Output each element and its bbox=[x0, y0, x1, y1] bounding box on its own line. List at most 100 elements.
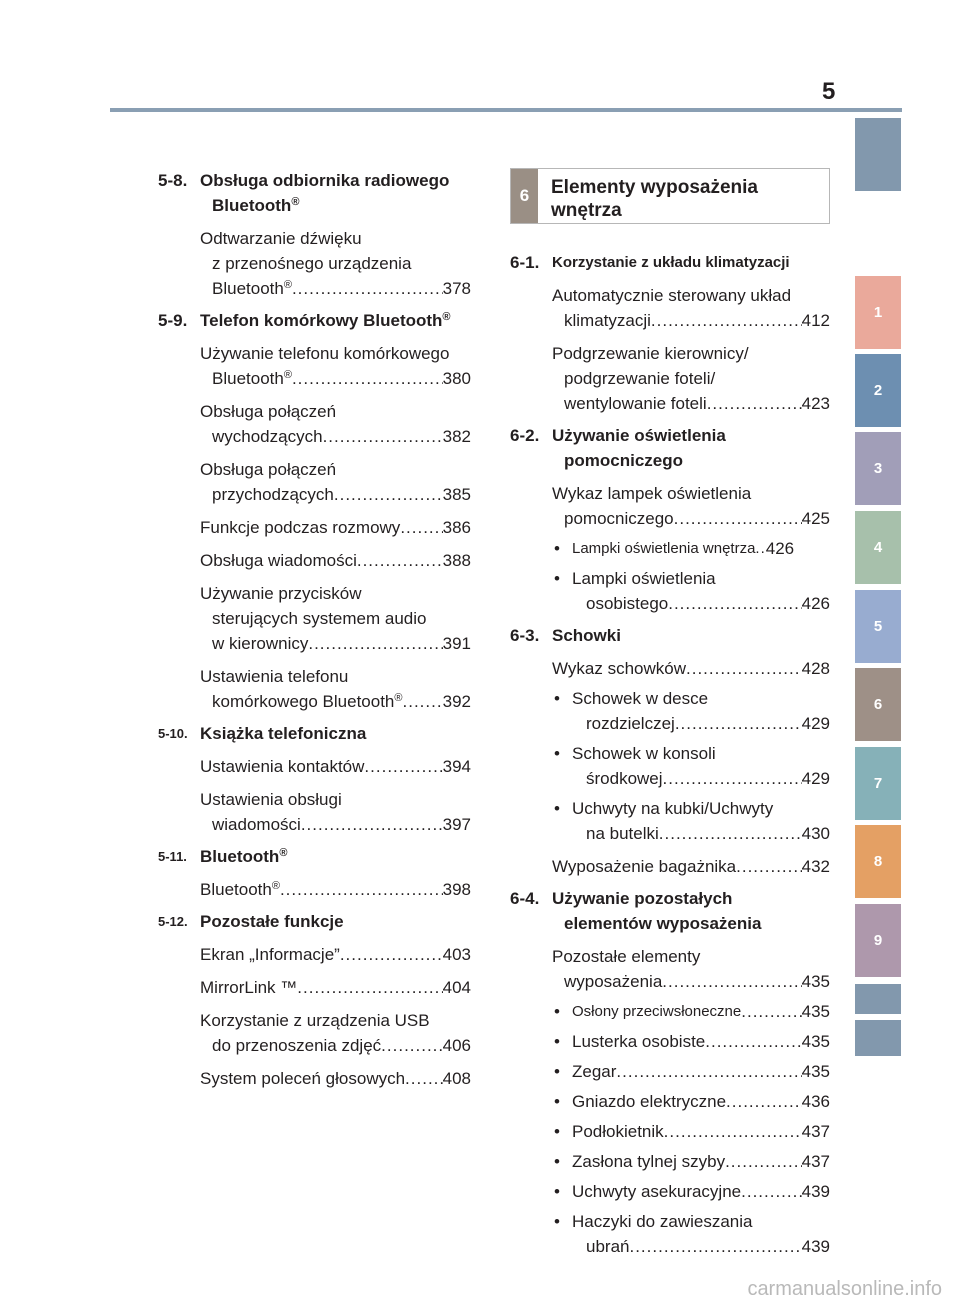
entry-text-cont: środkowej bbox=[586, 769, 663, 788]
entry-text: Ustawienia kontaktów bbox=[200, 757, 365, 776]
section-title: Używanie pozostałych bbox=[552, 889, 733, 908]
chapter-tab-5[interactable]: 5 bbox=[855, 590, 901, 663]
page-ref: 429 bbox=[801, 714, 830, 733]
chapter-tab-6[interactable]: 6 bbox=[855, 668, 901, 741]
toc-entry[interactable]: Ustawienia kontaktów394 bbox=[158, 754, 471, 779]
section-number: 5-8. bbox=[158, 171, 188, 190]
page-ref: 398 bbox=[442, 880, 471, 899]
toc-entry[interactable]: Ekran „Informacje”403 bbox=[158, 942, 471, 967]
toc-entry[interactable]: Wykaz schowków428 bbox=[510, 656, 830, 681]
toc-entry[interactable]: Obsługa połączeń wychodzących382 bbox=[158, 399, 471, 449]
registered-mark: ® bbox=[279, 847, 288, 859]
toc-entry[interactable]: Odtwarzanie dźwięku z przenośnego urządz… bbox=[158, 226, 471, 301]
entry-text: Zasłona tylnej szyby bbox=[572, 1152, 726, 1171]
bullet-icon: • bbox=[554, 1002, 560, 1021]
entry-text: MirrorLink ™ bbox=[200, 978, 298, 997]
section-title-cont: pomocniczego bbox=[564, 451, 684, 470]
entry-text-cont: ubrań bbox=[586, 1237, 630, 1256]
toc-entry[interactable]: Obsługa połączeń przychodzących385 bbox=[158, 457, 471, 507]
entry-text: Schowek w konsoli bbox=[572, 744, 716, 763]
entry-text: Pozostałe elementy bbox=[552, 947, 701, 966]
toc-bullet-entry[interactable]: • Zegar ................................… bbox=[510, 1059, 830, 1084]
page-ref: 385 bbox=[442, 485, 471, 504]
toc-bullet-entry[interactable]: • Podłokietnik .........................… bbox=[510, 1119, 830, 1144]
entry-text: Gniazdo elektryczne bbox=[572, 1092, 727, 1111]
chapter-tab-blank[interactable] bbox=[855, 118, 901, 191]
toc-section-5-9[interactable]: 5-9. Telefon komórkowy Bluetooth® bbox=[158, 308, 471, 333]
entry-text: Podłokietnik bbox=[572, 1122, 664, 1141]
toc-entry[interactable]: Automatycznie sterowany układ klimatyzac… bbox=[510, 283, 830, 333]
toc-bullet-entry[interactable]: • Schowek w desce rozdzielczej..........… bbox=[510, 686, 830, 736]
toc-entry[interactable]: Bluetooth® 398 bbox=[158, 877, 471, 902]
entry-text-cont: klimatyzacji bbox=[564, 311, 651, 330]
bullet-icon: • bbox=[554, 539, 560, 558]
page-ref: 426 bbox=[765, 539, 795, 558]
toc-section-5-12[interactable]: 5-12. Pozostałe funkcje bbox=[158, 909, 471, 934]
toc-section-5-11[interactable]: 5-11. Bluetooth® bbox=[158, 844, 471, 869]
section-title: Schowki bbox=[552, 626, 621, 645]
page-ref: 430 bbox=[801, 824, 830, 843]
chapter-tab-7[interactable]: 7 bbox=[855, 747, 901, 820]
chapter-tab-4[interactable]: 4 bbox=[855, 511, 901, 584]
toc-bullet-entry[interactable]: • Lusterka osobiste.....................… bbox=[510, 1029, 830, 1054]
bullet-icon: • bbox=[554, 1062, 560, 1081]
section-title: Używanie oświetlenia bbox=[552, 426, 726, 445]
toc-bullet-entry[interactable]: • Uchwyty na kubki/Uchwyty na butelki...… bbox=[510, 796, 830, 846]
bullet-icon: • bbox=[554, 1182, 560, 1201]
bullet-icon: • bbox=[554, 1032, 560, 1051]
toc-entry[interactable]: Ustawienia obsługi wiadomości397 bbox=[158, 787, 471, 837]
chapter-tab-blank[interactable] bbox=[855, 984, 901, 1014]
entry-text: Wykaz schowków bbox=[552, 659, 686, 678]
chapter-tab-blank[interactable] bbox=[855, 1020, 901, 1056]
toc-entry[interactable]: Pozostałe elementy wyposażenia435 bbox=[510, 944, 830, 994]
toc-entry[interactable]: System poleceń głosowych408 bbox=[158, 1066, 471, 1091]
chapter-tab-9[interactable]: 9 bbox=[855, 904, 901, 977]
toc-entry[interactable]: Obsługa wiadomości388 bbox=[158, 548, 471, 573]
toc-section-6-3[interactable]: 6-3. Schowki bbox=[510, 623, 830, 648]
toc-entry[interactable]: Wykaz lampek oświetlenia pomocniczego425 bbox=[510, 481, 830, 531]
entry-text: Bluetooth bbox=[200, 880, 272, 899]
toc-bullet-entry[interactable]: • Schowek w konsoli środkowej...........… bbox=[510, 741, 830, 791]
entry-text-cont: na butelki bbox=[586, 824, 659, 843]
toc-bullet-entry[interactable]: • Lampki oświetlenia osobistego.........… bbox=[510, 566, 830, 616]
entry-text: Ekran „Informacje” bbox=[200, 945, 340, 964]
entry-text: Lusterka osobiste bbox=[572, 1032, 706, 1051]
section-number: 6-1. bbox=[510, 253, 540, 272]
bullet-icon: • bbox=[554, 744, 560, 763]
chapter-tab-1[interactable]: 1 bbox=[855, 276, 901, 349]
section-number: 5-9. bbox=[158, 311, 188, 330]
toc-left-column: 5-8. Obsługa odbiornika radiowego Blueto… bbox=[158, 168, 471, 1091]
toc-entry[interactable]: Ustawienia telefonu komórkowego Bluetoot… bbox=[158, 664, 471, 714]
chapter-tab-3[interactable]: 3 bbox=[855, 432, 901, 505]
toc-entry[interactable]: MirrorLink ™404 bbox=[158, 975, 471, 1000]
toc-bullet-entry[interactable]: • Gniazdo elektryczne...................… bbox=[510, 1089, 830, 1114]
toc-bullet-entry[interactable]: • Osłony przeciwsłoneczne..............4… bbox=[510, 999, 830, 1024]
toc-bullet-entry[interactable]: • Zasłona tylnej szyby..................… bbox=[510, 1149, 830, 1174]
toc-entry[interactable]: Wyposażenie bagażnika 432 bbox=[510, 854, 830, 879]
toc-section-5-8[interactable]: 5-8. Obsługa odbiornika radiowego Blueto… bbox=[158, 168, 471, 218]
page-ref: 378 bbox=[442, 279, 471, 298]
toc-bullet-entry[interactable]: • Uchwyty asekuracyjne..................… bbox=[510, 1179, 830, 1204]
page-ref: 435 bbox=[801, 972, 830, 991]
entry-text: Używanie przycisków bbox=[200, 584, 362, 603]
registered-mark: ® bbox=[271, 880, 280, 892]
toc-entry[interactable]: Używanie przycisków sterujących systemem… bbox=[158, 581, 471, 656]
chapter-tab-8[interactable]: 8 bbox=[855, 825, 901, 898]
toc-bullet-entry[interactable]: • Haczyki do zawieszania ubrań..........… bbox=[510, 1209, 830, 1259]
entry-text-cont: w kierownicy bbox=[212, 634, 309, 653]
toc-section-6-1[interactable]: 6-1. Korzystanie z układu klimatyzacji bbox=[510, 250, 830, 275]
section-title: Bluetooth bbox=[200, 847, 280, 866]
chapter-tab-2[interactable]: 2 bbox=[855, 354, 901, 427]
toc-entry[interactable]: Funkcje podczas rozmowy386 bbox=[158, 515, 471, 540]
toc-entry[interactable]: Podgrzewanie kierownicy/ podgrzewanie fo… bbox=[510, 341, 830, 416]
toc-section-5-10[interactable]: 5-10. Książka telefoniczna bbox=[158, 721, 471, 746]
toc-bullet-entry[interactable]: • Lampki oświetlenia wnętrza..426 bbox=[510, 536, 830, 561]
toc-entry[interactable]: Używanie telefonu komórkowego Bluetooth®… bbox=[158, 341, 471, 391]
chapter-title: Elementy wyposażenia bbox=[551, 177, 758, 198]
toc-entry[interactable]: Korzystanie z urządzenia USB do przenosz… bbox=[158, 1008, 471, 1058]
section-title: Obsługa odbiornika radiowego bbox=[200, 171, 450, 190]
bullet-icon: • bbox=[554, 689, 560, 708]
